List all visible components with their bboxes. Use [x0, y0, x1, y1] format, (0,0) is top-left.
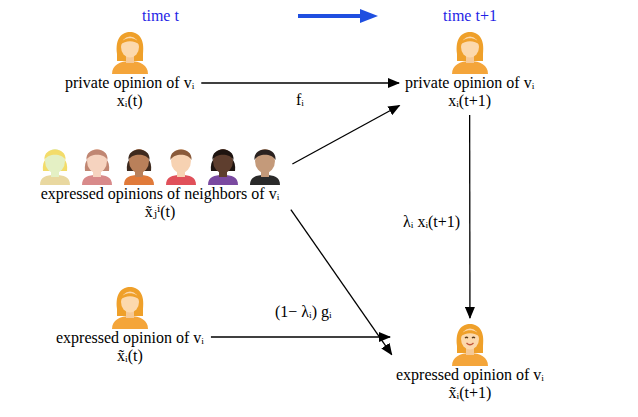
- influence-arrow: [469, 115, 471, 318]
- influence-arrow: [211, 336, 390, 337]
- opinion-symbol: x̃ⱼⁱ(t): [34, 203, 286, 221]
- edge-label: fᵢ: [294, 91, 306, 109]
- crowd-icon: [34, 143, 286, 185]
- person-node: private opinion of vᵢxᵢ(t): [63, 30, 196, 110]
- time-arrow-head: [360, 9, 378, 23]
- influence-arrow: [201, 82, 399, 83]
- person-node: private opinion of vᵢxᵢ(t+1): [403, 30, 536, 110]
- person-icon: [450, 30, 490, 74]
- time-arrow: [0, 0, 638, 40]
- person-node: expressed opinions of neighbors of vᵢx̃ⱼ…: [32, 143, 288, 221]
- influence-arrow: [292, 106, 399, 164]
- person-node: expressed opinion of vᵢx̃ᵢ(t): [54, 285, 206, 365]
- time-label: time t: [142, 7, 179, 25]
- person-icon: [450, 322, 490, 366]
- node-caption: expressed opinion of vᵢ: [396, 366, 544, 384]
- influence-arrow: [291, 210, 392, 355]
- person-icon: [110, 285, 150, 329]
- edge-label: (1− λᵢ) gᵢ: [273, 303, 334, 321]
- opinion-symbol: xᵢ(t): [65, 92, 194, 110]
- opinion-symbol: xᵢ(t+1): [405, 92, 534, 110]
- opinion-symbol: x̃ᵢ(t): [56, 347, 204, 365]
- node-caption: private opinion of vᵢ: [65, 74, 194, 92]
- person-node: expressed opinion of vᵢx̃ᵢ(t+1): [394, 322, 546, 402]
- node-caption: expressed opinions of neighbors of vᵢ: [34, 185, 286, 203]
- time-arrow-shaft: [298, 14, 362, 18]
- node-caption: expressed opinion of vᵢ: [56, 329, 204, 347]
- opinion-symbol: x̃ᵢ(t+1): [396, 384, 544, 402]
- edge-label: λᵢ xᵢ(t+1): [401, 213, 462, 231]
- time-label: time t+1: [443, 7, 497, 25]
- person-icon: [110, 30, 150, 74]
- node-caption: private opinion of vᵢ: [405, 74, 534, 92]
